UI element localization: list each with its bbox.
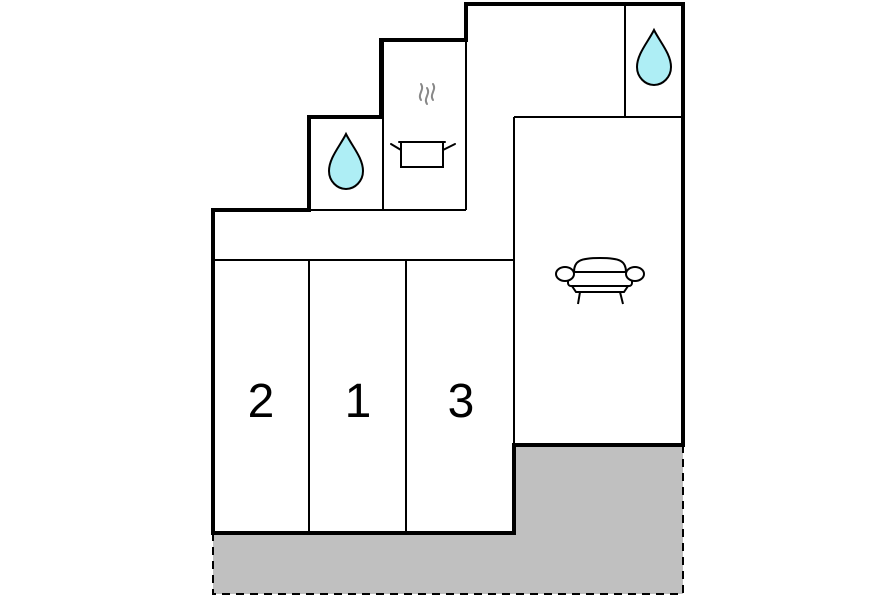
outer-walls xyxy=(211,2,685,535)
cooking-pot-icon xyxy=(390,83,456,168)
room-label-1: 1 xyxy=(345,375,372,428)
room-label-3: 3 xyxy=(448,375,475,428)
water-drop-icon xyxy=(327,131,365,191)
water-drop-icon xyxy=(635,27,673,87)
terrace-area xyxy=(212,445,684,595)
sofa-icon xyxy=(555,256,645,305)
room-label-2: 2 xyxy=(248,375,275,428)
